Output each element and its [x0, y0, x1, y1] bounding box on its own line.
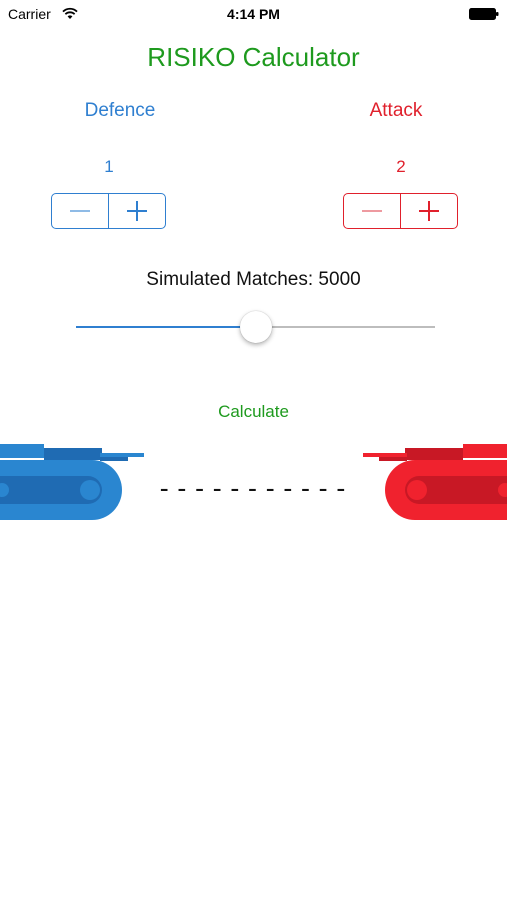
calculate-button[interactable]: Calculate [218, 402, 289, 421]
result-text: ----------- [156, 474, 351, 504]
attack-label: Attack [369, 100, 423, 121]
attack-count: 2 [396, 157, 406, 176]
defence-decrement-button[interactable] [52, 194, 108, 228]
status-bar: Carrier 4:14 PM [0, 0, 507, 28]
battery-icon [469, 8, 499, 20]
carrier-label: Carrier [8, 6, 51, 22]
attack-decrement-button[interactable] [344, 194, 400, 228]
wifi-icon [62, 7, 78, 19]
simulated-matches-slider[interactable] [76, 309, 435, 345]
red-tank-icon [363, 444, 507, 520]
slider-track-filled [76, 326, 256, 328]
slider-thumb[interactable] [239, 311, 272, 343]
app-title: RISIKO Calculator [147, 42, 360, 72]
simulated-matches-label: Simulated Matches: 5000 [146, 269, 361, 290]
defence-increment-button[interactable] [108, 194, 165, 228]
blue-tank-icon [0, 444, 144, 520]
defence-count: 1 [104, 157, 114, 176]
attack-increment-button[interactable] [400, 194, 457, 228]
slider-track-empty [255, 326, 435, 328]
status-time: 4:14 PM [227, 6, 280, 22]
attack-stepper [343, 193, 458, 229]
defence-stepper [51, 193, 166, 229]
defence-label: Defence [84, 100, 156, 121]
